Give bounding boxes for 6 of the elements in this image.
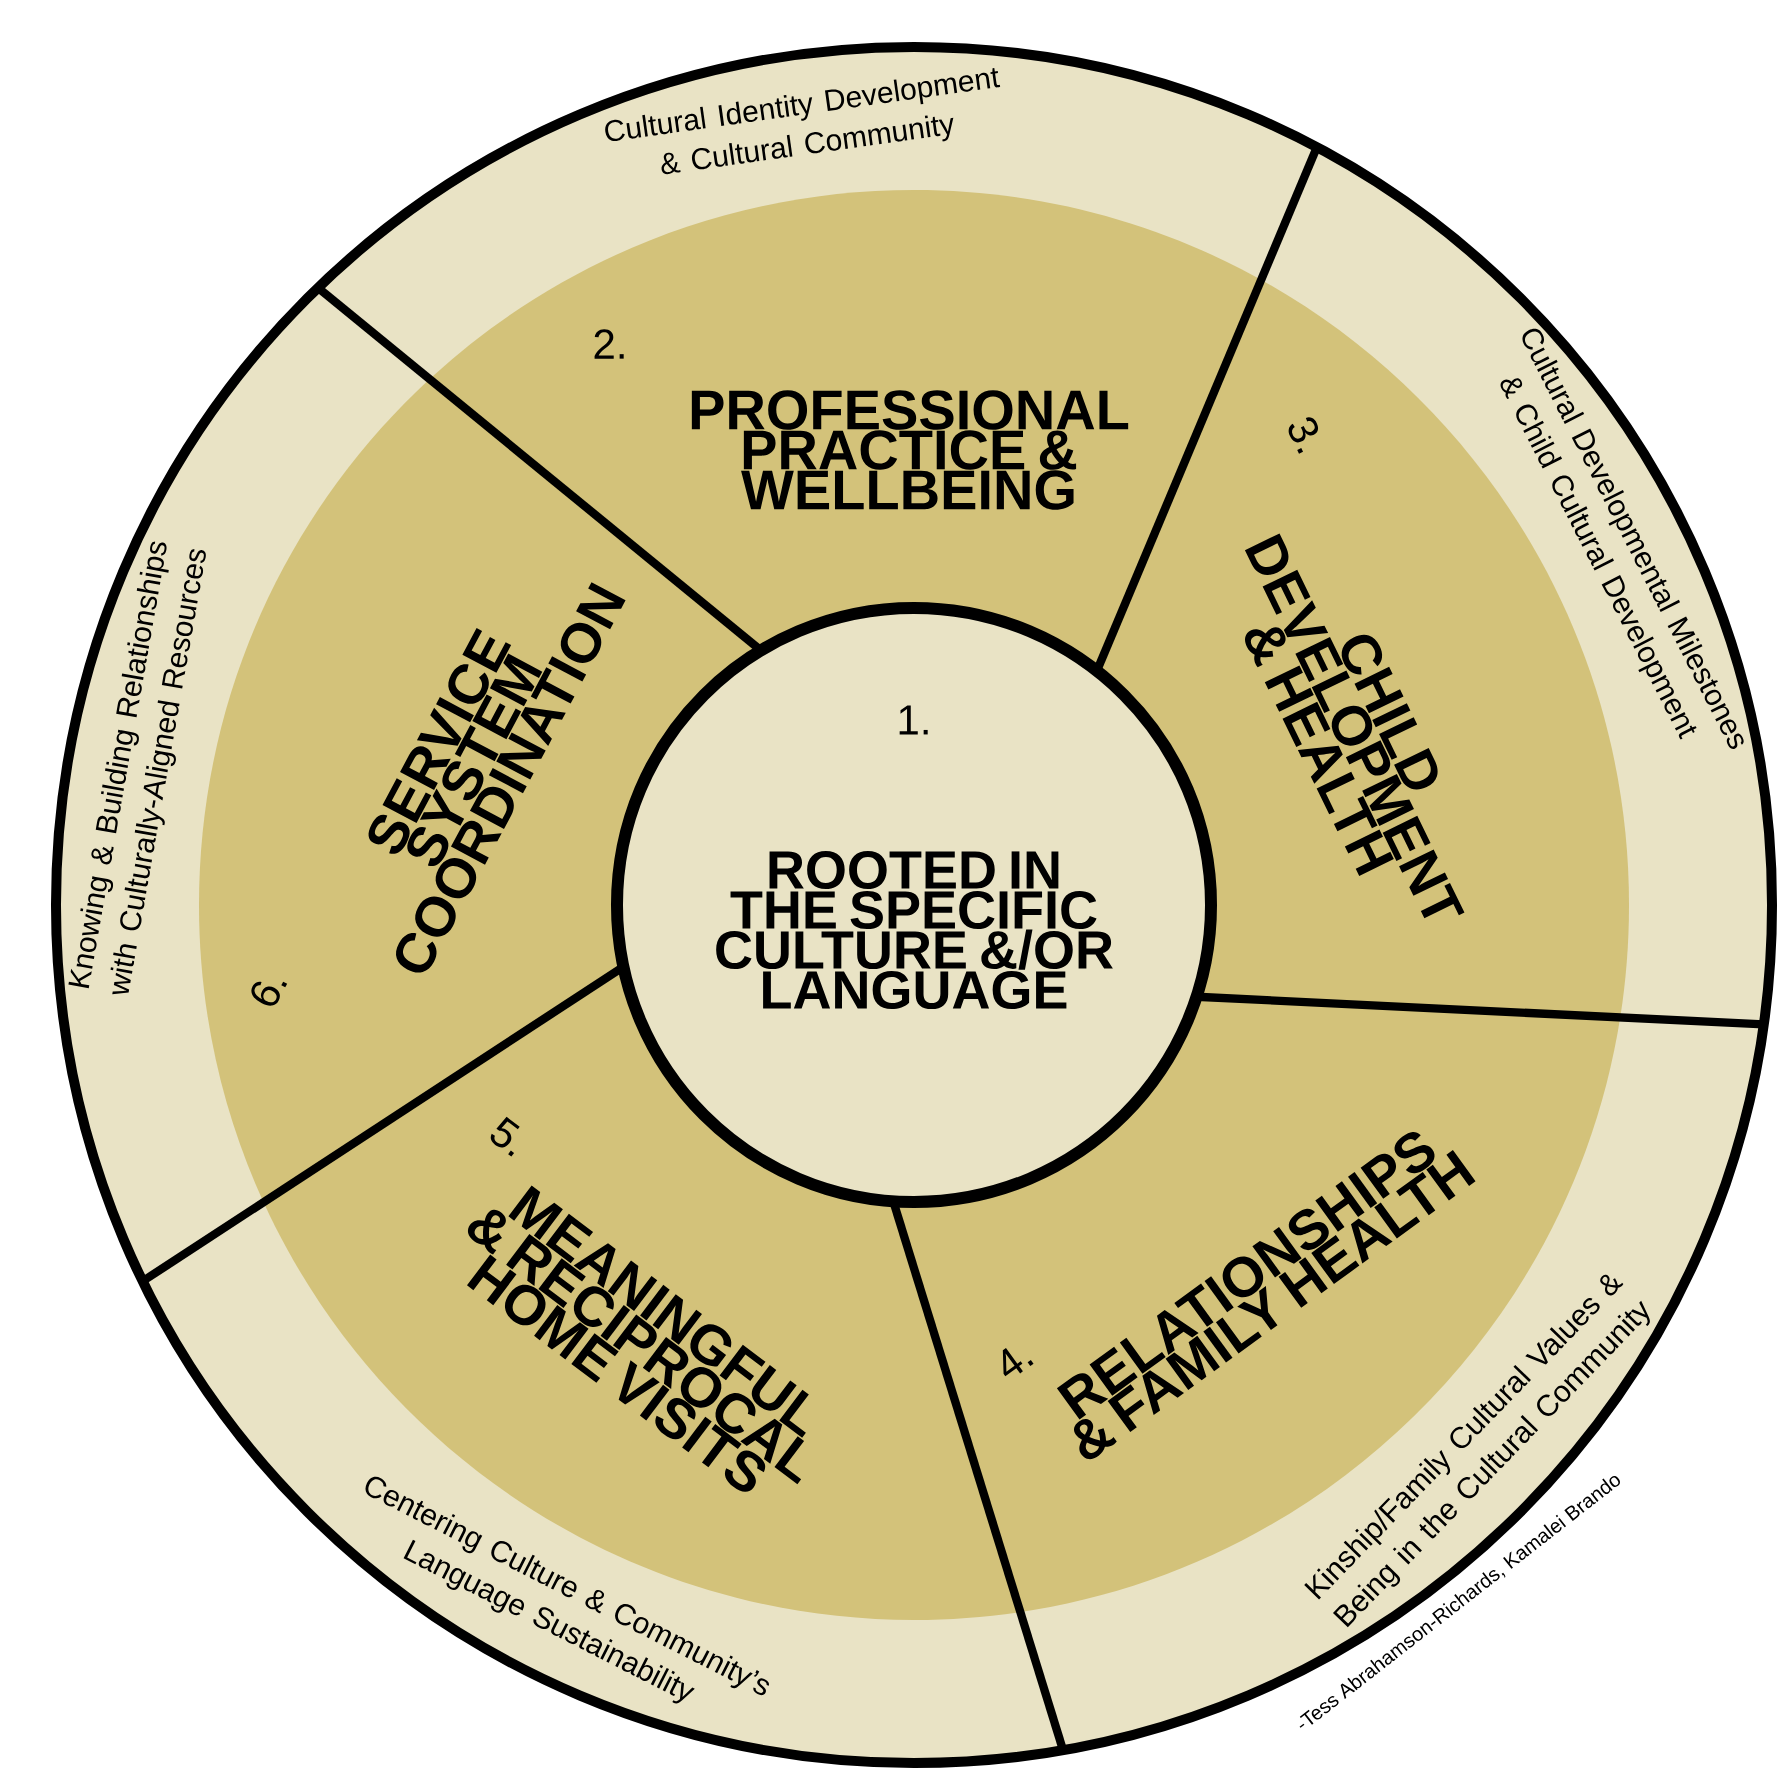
- node-label: 4.: [1002, 1348, 1034, 1377]
- node-label: 3.: [1288, 417, 1319, 454]
- node-label: 5.: [490, 1116, 520, 1157]
- node-label: 2.: [594, 329, 624, 359]
- node-label: Cultural Identity Development & Cultural Community: [605, 68, 1001, 175]
- node-label: 6.: [251, 981, 288, 1006]
